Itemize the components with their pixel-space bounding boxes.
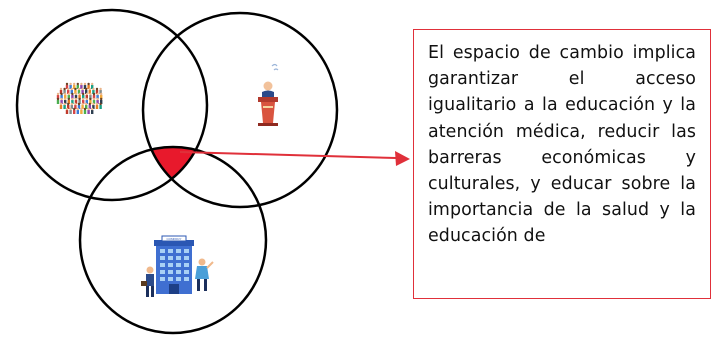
circle-bottom (78, 145, 268, 335)
building-sign: COMPANY (167, 237, 182, 241)
explanation-textbox: El espacio de cambio implica garantizar … (413, 29, 711, 299)
arrow-to-textbox (179, 151, 410, 166)
circle-top-left (15, 8, 209, 202)
circle-top-right (141, 11, 339, 209)
speaker-podium-icon (258, 63, 279, 126)
company-building-icon: COMPANY (141, 235, 214, 297)
crowd-icon (56, 82, 103, 114)
explanation-text: El espacio de cambio implica garantizar … (428, 43, 696, 247)
